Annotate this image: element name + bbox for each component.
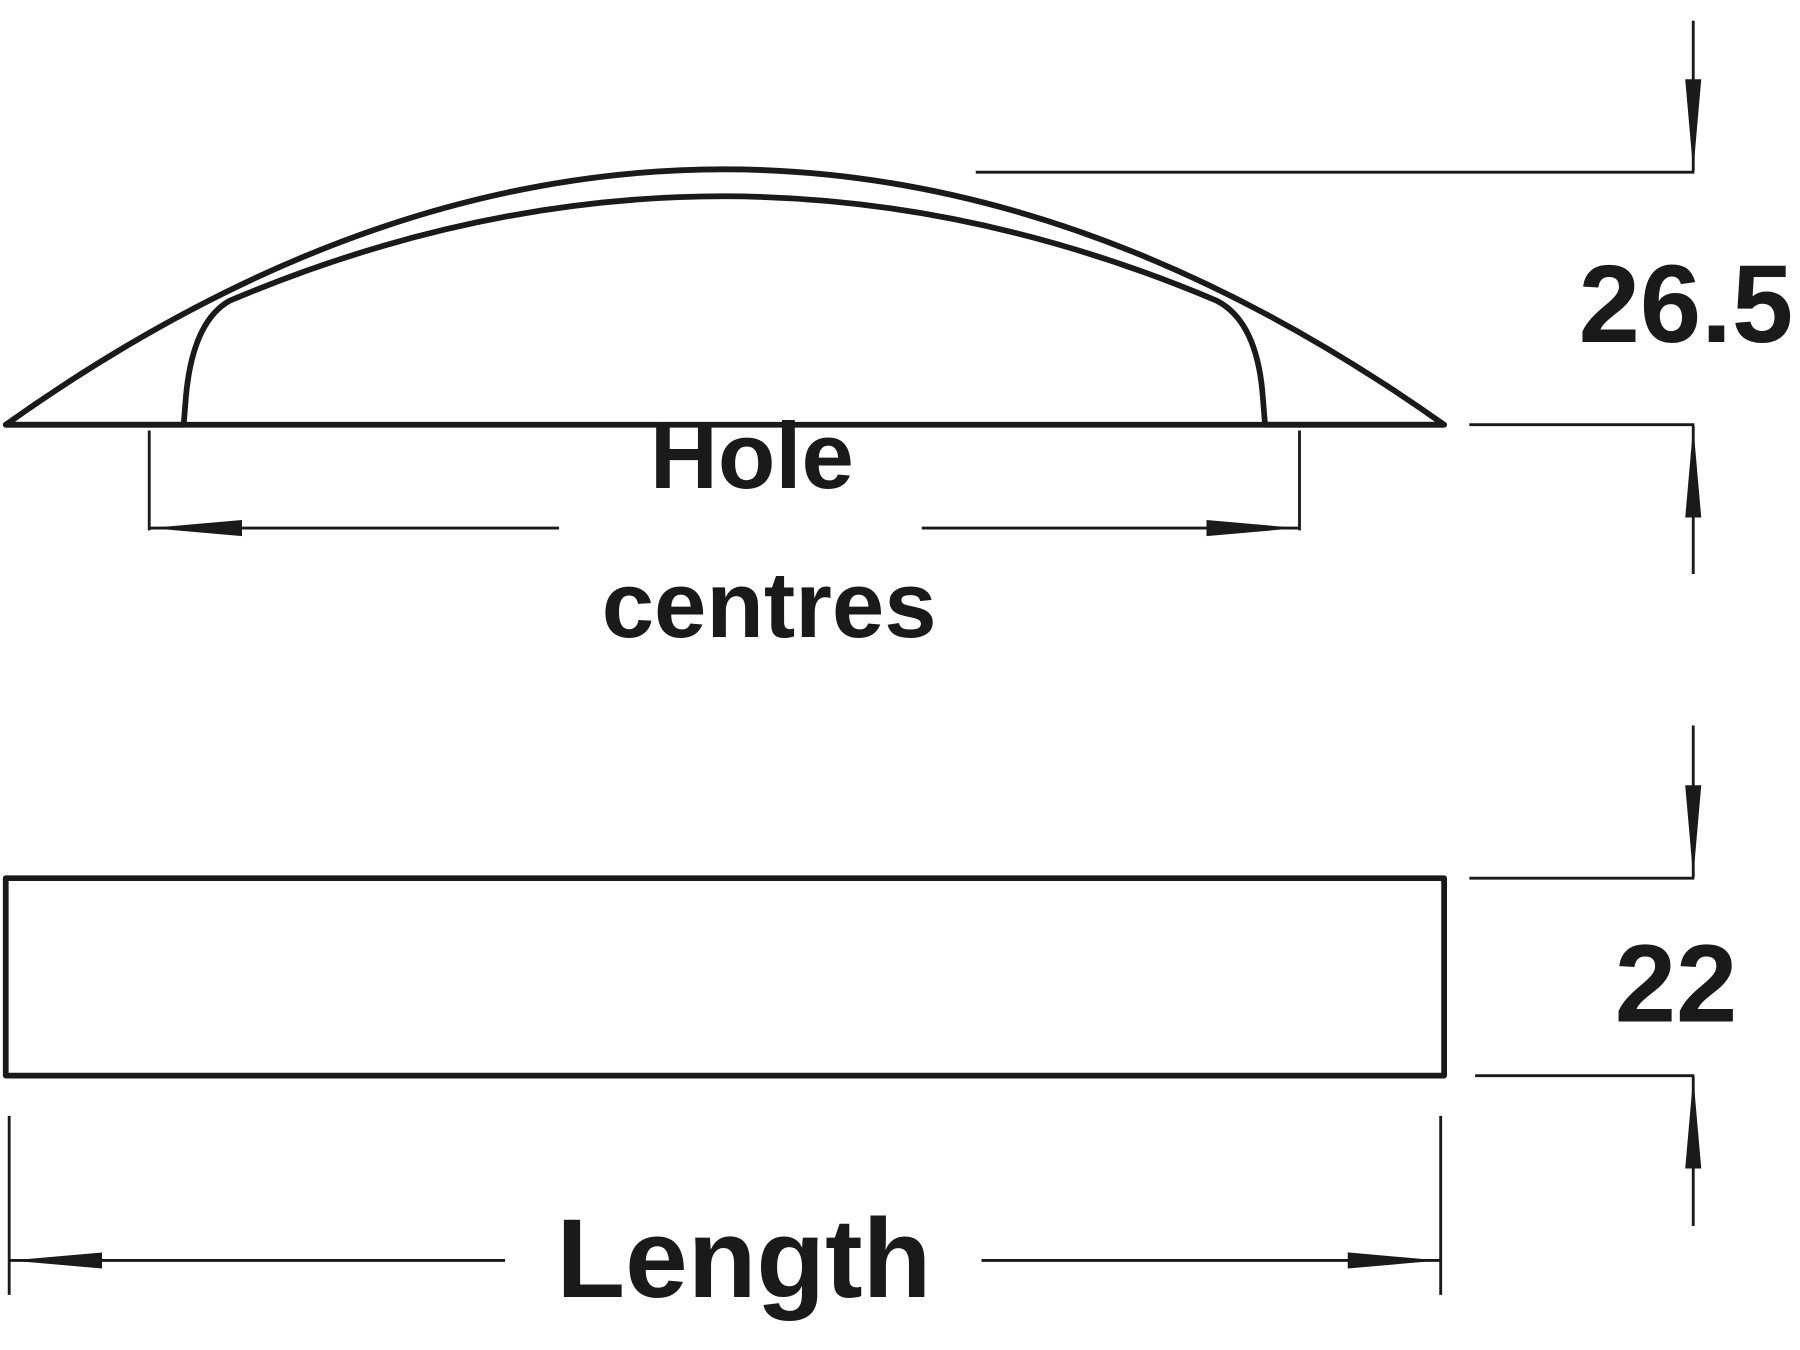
centres-label: centres	[602, 552, 937, 657]
width-dimension: 22	[1469, 725, 1738, 1227]
height-value: 26.5	[1579, 243, 1793, 366]
handle-top-view	[2, 875, 1448, 1079]
handle-inner-profile	[2, 193, 1448, 428]
length-dimension: Length	[7, 1115, 1443, 1321]
length-label: Length	[556, 1195, 931, 1321]
hole-centres-dimension: Hole centres	[147, 403, 1301, 657]
handle-side-view	[2, 166, 1448, 428]
hole-label: Hole	[650, 403, 854, 508]
width-value: 22	[1615, 923, 1738, 1046]
height-dimension: 26.5	[975, 20, 1793, 574]
handle-outer-arc	[2, 166, 1448, 428]
